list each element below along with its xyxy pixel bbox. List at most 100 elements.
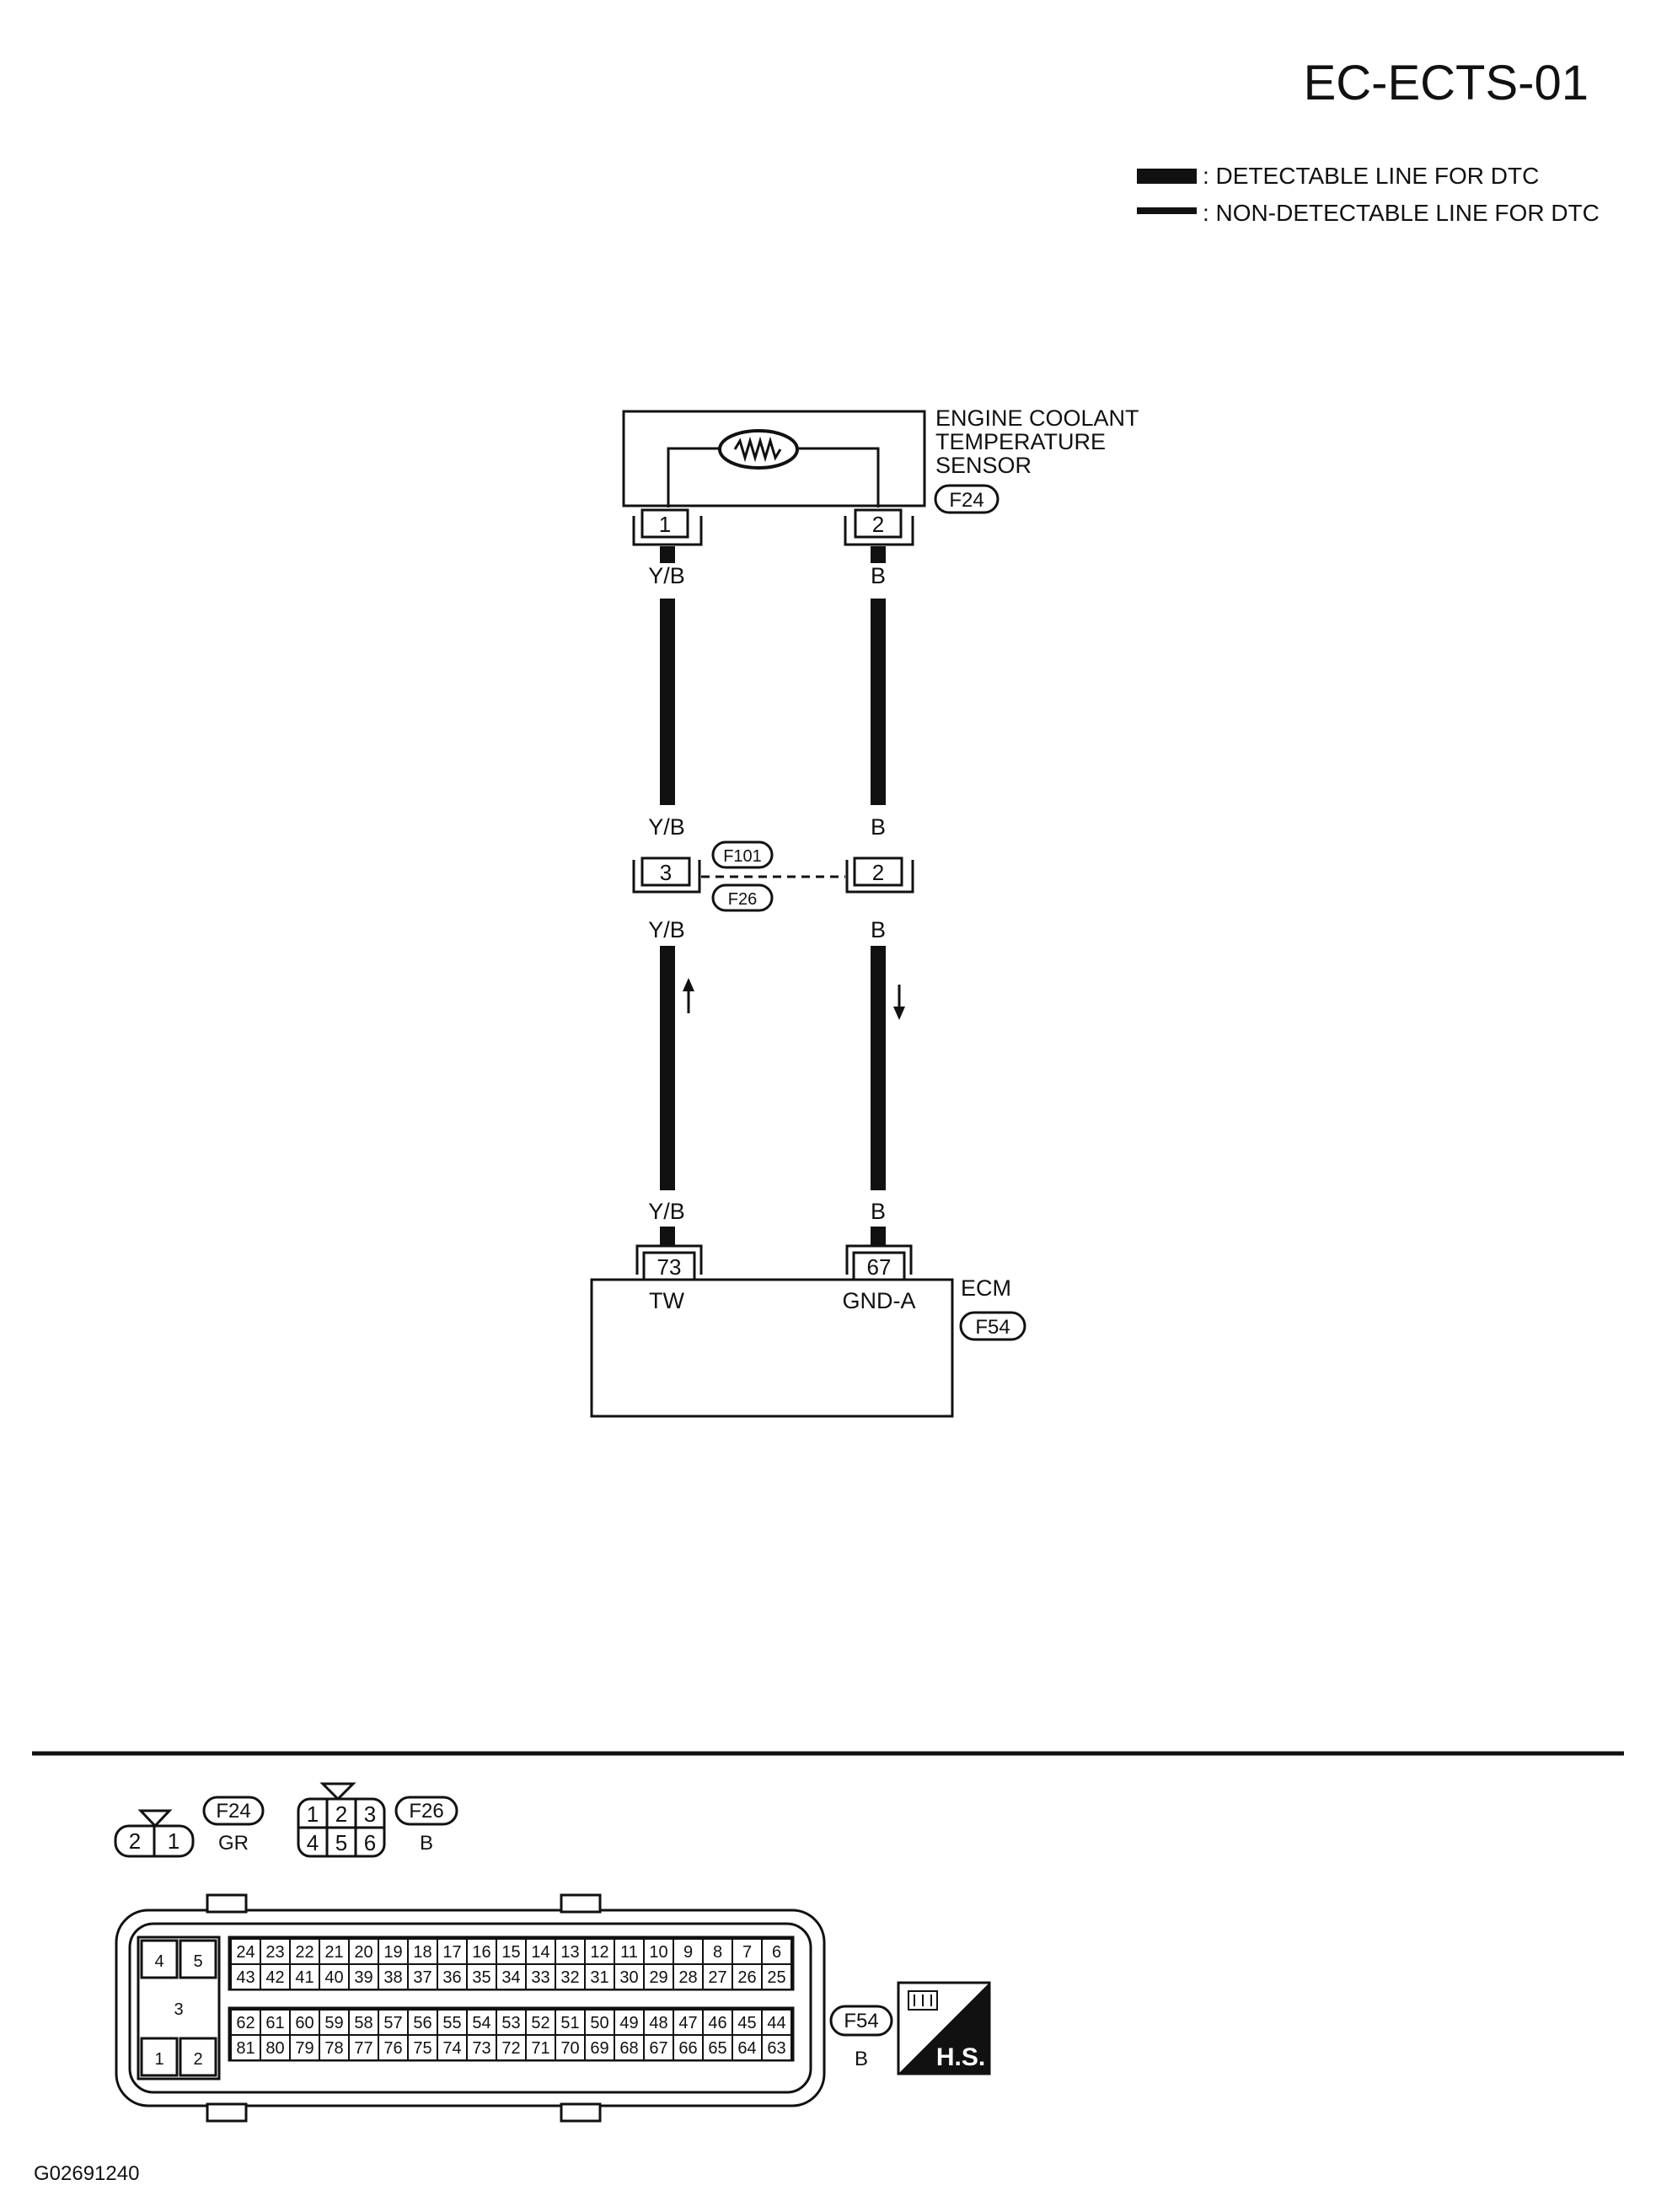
f54-signal-pin-cell — [230, 1963, 261, 1990]
f54-signal-pin-cell — [761, 2034, 792, 2061]
arrow-up-icon — [683, 978, 694, 1013]
f54-signal-pin: 70 — [560, 2039, 579, 2058]
f54-signal-pin: 60 — [295, 2014, 314, 2032]
f54-signal-pin: 34 — [501, 1968, 520, 1987]
f54-signal-pin: 75 — [413, 2039, 431, 2058]
sensor: ENGINE COOLANT TEMPERATURE SENSOR F24 — [622, 405, 1139, 514]
sensor-name-line3: SENSOR — [935, 453, 1032, 478]
f54-signal-pin: 81 — [236, 2039, 255, 2058]
f54-signal-pin-cell — [761, 1963, 792, 1990]
f54-signal-pin-cell — [407, 1938, 438, 1965]
f54-latch — [206, 2102, 248, 2123]
f54-signal-pin: 44 — [767, 2014, 785, 2032]
f54-signal-pin: 49 — [619, 2014, 638, 2032]
f54-signal-pin: 66 — [678, 2039, 697, 2058]
ecm-pin-left: 73 — [635, 1244, 703, 1281]
connector-view-f26: 1 2 3 4 5 6 F26 B — [297, 1782, 458, 1858]
f54-signal-pin-cell — [319, 1963, 350, 1990]
joint-pin-left: 3 — [632, 856, 701, 894]
f54-view-id: F54 — [844, 2010, 878, 2032]
f54-signal-pin: 77 — [354, 2039, 372, 2058]
joint-pin-left-label: 3 — [660, 860, 672, 885]
ecm-connector-label: F54 — [975, 1316, 1010, 1339]
f54-signal-pin: 71 — [531, 2039, 549, 2058]
f54-signal-pin: 80 — [265, 2039, 284, 2058]
ecm: TW GND-A ECM F54 — [590, 1275, 1026, 1418]
f54-signal-pin-cell — [230, 2034, 261, 2061]
wire-color-label: Y/B — [648, 1199, 685, 1224]
wire-color-label: B — [871, 563, 886, 588]
f54-signal-pin: 52 — [531, 2014, 549, 2032]
f54-signal-pin-cell — [702, 2034, 733, 2061]
f54-signal-pin: 17 — [442, 1943, 461, 1962]
wire-left-detectable — [660, 946, 675, 1190]
f54-signal-pin: 23 — [265, 1943, 284, 1962]
ecm-terminal-right: GND-A — [843, 1288, 916, 1313]
thermistor-zigzag-icon — [733, 436, 782, 463]
f54-signal-pin-cell — [555, 2034, 586, 2061]
f54-signal-pin: 24 — [236, 1943, 255, 1962]
ecm-terminal-left: TW — [649, 1288, 684, 1313]
f54-signal-pin: 67 — [649, 2039, 667, 2058]
f54-signal-pin: 69 — [590, 2039, 608, 2058]
sensor-body — [622, 410, 926, 507]
f54-signal-pin-cell — [614, 1963, 645, 1990]
f54-signal-pin: 59 — [324, 2014, 343, 2032]
joint-connector-tag-top — [711, 840, 774, 869]
sensor-pin-right: 2 — [844, 508, 914, 546]
legend: : DETECTABLE LINE FOR DTC : NON-DETECTAB… — [1137, 163, 1600, 226]
f54-signal-pin-cell — [319, 2034, 350, 2061]
f54-signal-pin-cell — [673, 2034, 704, 2061]
f26-pin: 6 — [364, 1830, 376, 1855]
f54-signal-pin: 21 — [324, 1943, 343, 1962]
ecm-connector-tag — [959, 1311, 1026, 1341]
f54-signal-pin-cell — [437, 2034, 468, 2061]
f54-signal-pin: 78 — [324, 2039, 343, 2058]
f54-signal-pin: 51 — [560, 2014, 579, 2032]
f54-signal-pin: 50 — [590, 2014, 608, 2032]
f54-signal-pin: 13 — [560, 1943, 579, 1962]
f54-signal-pin-cell — [702, 1963, 733, 1990]
f54-signal-pin-cell — [260, 2009, 291, 2036]
f54-signal-pin: 22 — [295, 1943, 314, 1962]
f54-signal-pin: 45 — [737, 2014, 756, 2032]
f54-signal-pin: 32 — [560, 1968, 579, 1987]
f54-signal-pin: 35 — [472, 1968, 490, 1987]
wire-color-label: B — [871, 1199, 886, 1224]
joint-connector-bottom-label: F26 — [728, 890, 757, 909]
f26-pin: 2 — [335, 1801, 347, 1827]
f54-signal-pin-cell — [584, 2034, 615, 2061]
f54-signal-pin: 25 — [767, 1968, 785, 1987]
page-title: EC-ECTS-01 — [1304, 56, 1589, 110]
f54-signal-pin: 41 — [295, 1968, 314, 1987]
sensor-pin-right-label: 2 — [872, 512, 884, 537]
wire-left-detectable — [660, 599, 675, 805]
f54-signal-pin: 64 — [737, 2039, 756, 2058]
f54-signal-pin: 30 — [619, 1968, 638, 1987]
ecm-body — [590, 1278, 954, 1418]
wire-stub — [660, 1227, 675, 1245]
f54-signal-pin: 65 — [708, 2039, 726, 2058]
f54-signal-pin: 55 — [442, 2014, 461, 2032]
f54-signal-pin: 40 — [324, 1968, 343, 1987]
f54-signal-pin-cell — [584, 1963, 615, 1990]
f54-signal-pin: 36 — [442, 1968, 461, 1987]
f54-signal-pin: 16 — [472, 1943, 490, 1962]
f54-signal-pin-cell — [378, 2009, 409, 2036]
f54-signal-pin: 73 — [472, 2039, 490, 2058]
f26-pin: 4 — [307, 1830, 319, 1855]
f54-signal-pin: 38 — [383, 1968, 402, 1987]
joint-connector-top-label: F101 — [723, 847, 762, 866]
f54-power-pin: 4 — [154, 1952, 163, 1971]
connector-view-f24: 2 1 F24 GR — [114, 1796, 265, 1858]
ecm-pin-left-label: 73 — [657, 1254, 682, 1280]
f54-signal-pin: 42 — [265, 1968, 284, 1987]
wire-stub — [871, 546, 886, 563]
f54-signal-pin: 29 — [649, 1968, 667, 1987]
wire-stub — [871, 1227, 886, 1245]
sensor-name-line2: TEMPERATURE — [935, 429, 1106, 454]
sensor-pin-left: 1 — [632, 508, 703, 546]
sensor-name-line1: ENGINE COOLANT — [935, 405, 1139, 431]
